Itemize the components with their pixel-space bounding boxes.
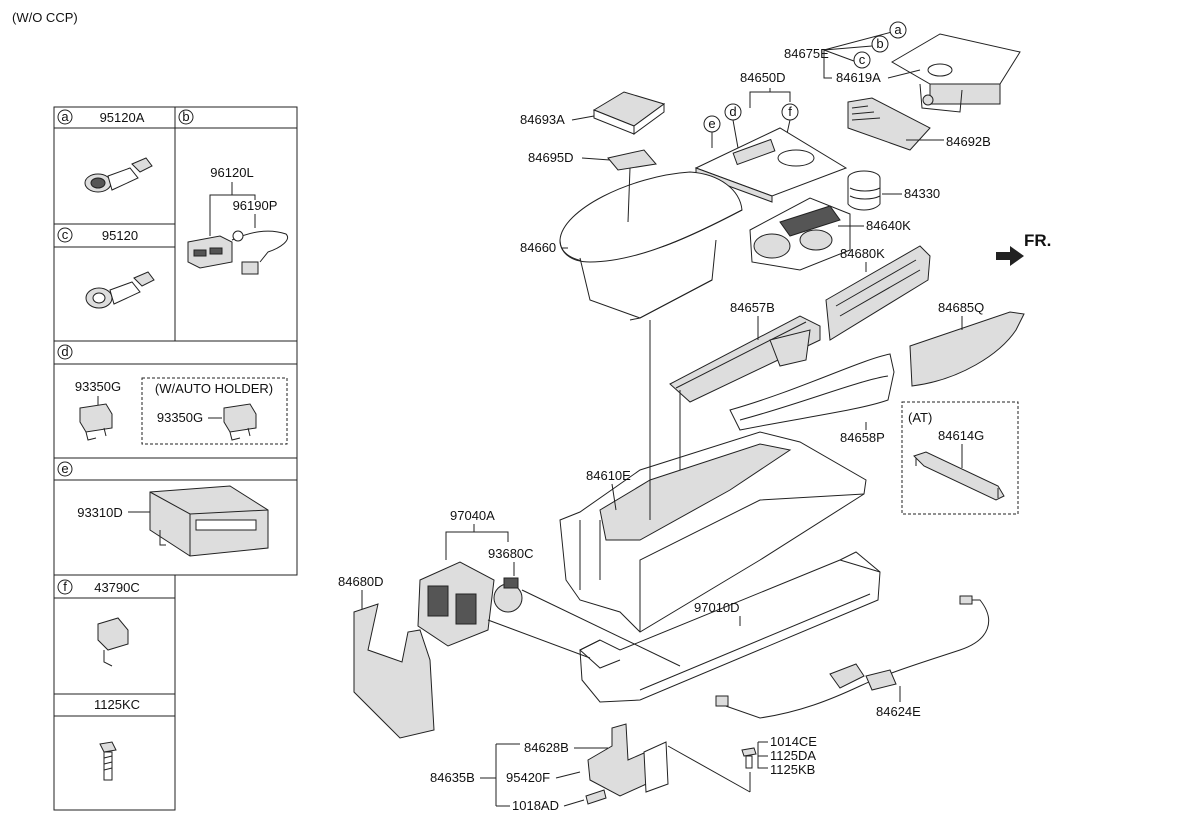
at-box bbox=[901, 401, 1019, 515]
label-84680K: 84680K bbox=[840, 246, 885, 261]
label-84624E: 84624E bbox=[876, 704, 921, 719]
console-body-84610E bbox=[559, 431, 867, 633]
label-1125KB: 1125KB bbox=[770, 762, 815, 777]
legend-part-b2: 96190P bbox=[233, 198, 278, 213]
bolt-icon bbox=[99, 741, 117, 781]
legend-letter-b: b bbox=[182, 109, 189, 124]
legend-part-f: 43790C bbox=[94, 580, 140, 595]
side-panel-84680D bbox=[353, 603, 435, 739]
bracket-84614G bbox=[913, 451, 1005, 501]
front-arrow-icon bbox=[996, 246, 1024, 266]
label-84680D: 84680D bbox=[338, 574, 384, 589]
label-1125DA: 1125DA bbox=[770, 748, 816, 763]
duct-97010D bbox=[579, 551, 881, 703]
legend-letter-a: a bbox=[61, 109, 69, 124]
legend-letter-e: e bbox=[61, 461, 68, 476]
armrest-84660 bbox=[559, 171, 743, 321]
label-84695D: 84695D bbox=[528, 150, 574, 165]
legend-part-a: 95120A bbox=[100, 110, 145, 125]
label-84650D: 84650D bbox=[740, 70, 786, 85]
label-84610E: 84610E bbox=[586, 468, 631, 483]
legend-part-g: 1125KC bbox=[94, 697, 140, 712]
label-93680C: 93680C bbox=[488, 546, 534, 561]
pad-84695D bbox=[607, 149, 657, 171]
circle-c: c bbox=[859, 52, 866, 67]
wiring-harness-84624E bbox=[715, 595, 990, 719]
circle-f: f bbox=[788, 104, 792, 119]
label-84692B: 84692B bbox=[946, 134, 991, 149]
label-84640K: 84640K bbox=[866, 218, 911, 233]
label-84635B: 84635B bbox=[430, 770, 475, 785]
legend-letter-d: d bbox=[61, 344, 68, 359]
legend-part-b1: 96120L bbox=[210, 165, 253, 180]
knob-84330 bbox=[847, 170, 881, 211]
label-84660: 84660 bbox=[520, 240, 556, 255]
legend-part-d: 93350G bbox=[75, 379, 121, 394]
usb-module-icon bbox=[187, 230, 288, 275]
label-84619A: 84619A bbox=[836, 70, 881, 85]
switch-panel-e-icon bbox=[149, 485, 269, 557]
grille-84692B bbox=[847, 97, 931, 151]
label-84685Q: 84685Q bbox=[938, 300, 984, 315]
label-97010D: 97010D bbox=[694, 600, 740, 615]
side-cover-84658P bbox=[729, 353, 895, 431]
legend-part-c: 95120 bbox=[102, 228, 138, 243]
label-95420F: 95420F bbox=[506, 770, 550, 785]
label-1018AD: 1018AD bbox=[512, 798, 559, 813]
switch-93680C bbox=[493, 577, 523, 613]
cupholder-84640K bbox=[749, 197, 851, 271]
side-trim-84680K bbox=[825, 245, 931, 341]
circle-e: e bbox=[708, 116, 715, 131]
legend-letter-c: c bbox=[62, 227, 69, 242]
bolt-1014CE-icon bbox=[741, 747, 757, 769]
socket-a-icon bbox=[84, 157, 153, 193]
label-84658P: 84658P bbox=[840, 430, 885, 445]
legend-letter-f: f bbox=[63, 579, 67, 594]
socket-c-icon bbox=[85, 271, 155, 309]
circle-a: a bbox=[894, 22, 902, 37]
label-84330: 84330 bbox=[904, 186, 940, 201]
circle-d: d bbox=[729, 104, 736, 119]
garnish-84657B bbox=[669, 315, 821, 403]
at-label: (AT) bbox=[908, 410, 932, 425]
label-84693A: 84693A bbox=[520, 112, 565, 127]
header-note: (W/O CCP) bbox=[12, 10, 78, 25]
legend-variant-label-d: (W/AUTO HOLDER) bbox=[155, 381, 273, 396]
fr-label: FR. bbox=[1024, 231, 1051, 250]
panel-84685Q bbox=[909, 311, 1025, 387]
label-84675E: 84675E bbox=[784, 46, 829, 61]
label-84628B: 84628B bbox=[524, 740, 569, 755]
switch-d-auto-icon bbox=[223, 403, 257, 441]
auto-holder-box bbox=[141, 377, 288, 445]
label-84614G: 84614G bbox=[938, 428, 984, 443]
circle-b: b bbox=[876, 36, 883, 51]
vent-97040A bbox=[417, 561, 495, 647]
label-84657B: 84657B bbox=[730, 300, 775, 315]
screw-1018AD-icon bbox=[585, 789, 607, 805]
label-1014CE: 1014CE bbox=[770, 734, 817, 749]
label-97040A: 97040A bbox=[450, 508, 495, 523]
legend-variant-part-d: 93350G bbox=[157, 410, 203, 425]
legend-table: a 95120A b 96120L 96190P c 95120 bbox=[53, 106, 298, 811]
switch-d-icon bbox=[79, 403, 113, 441]
rear-tray bbox=[891, 33, 1021, 113]
bracket-84628B bbox=[587, 723, 669, 797]
upper-cover-panel bbox=[694, 127, 848, 203]
legend-part-e: 93310D bbox=[77, 505, 123, 520]
switch-f-icon bbox=[97, 617, 129, 667]
tray-84693A bbox=[592, 91, 666, 135]
